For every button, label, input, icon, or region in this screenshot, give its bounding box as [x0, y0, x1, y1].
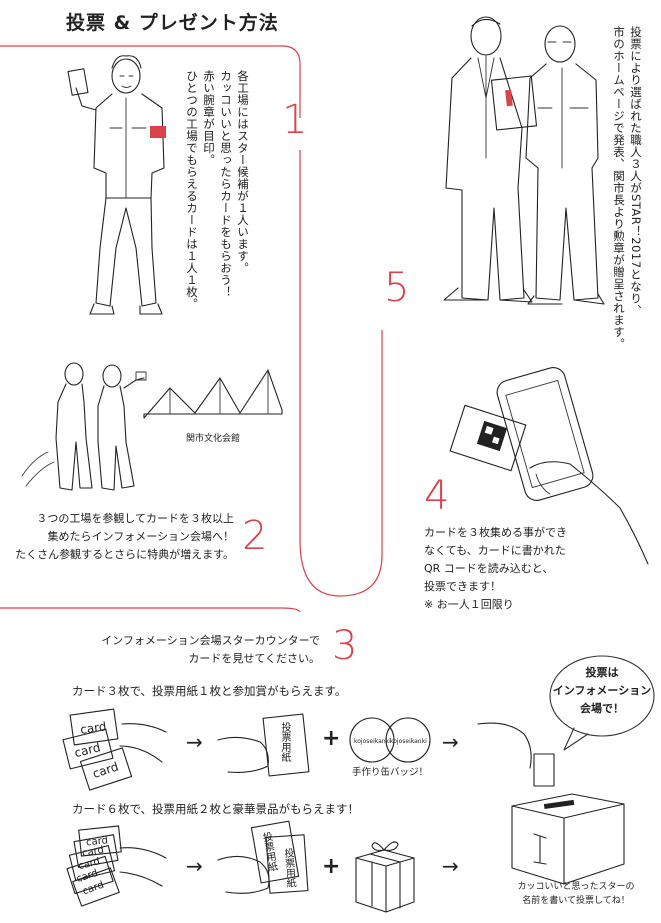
card-word: card	[81, 845, 104, 860]
step-2-number: 2	[242, 513, 268, 559]
ballot-hand-illustration	[217, 713, 310, 777]
arrow-2: →	[442, 730, 459, 754]
bubble-line-2: インフォメーション	[552, 684, 652, 697]
speech-bubble	[549, 655, 655, 751]
step-5-number: 5	[384, 265, 410, 311]
badge-word: kojoseikanki	[354, 738, 391, 745]
arrow-1: →	[186, 730, 203, 754]
plus-2: +	[322, 854, 341, 879]
plus-1: +	[322, 726, 341, 751]
reward-2-heading: カード６枚で、投票用紙２枚と豪華景品がもらえます！	[72, 802, 360, 816]
step-4-text: カードを３枚集める事ができ なくても、カードに書かれた QR コードを読み込むと…	[424, 526, 567, 611]
arrow-3: →	[186, 854, 203, 878]
visitors-and-building-illustration	[21, 362, 283, 491]
building-label: 関市文化会館	[186, 434, 241, 444]
card-word: card	[77, 856, 101, 872]
six-cards-illustration: card card card card card	[66, 825, 167, 907]
card-word: card	[79, 719, 107, 737]
badge-word: kojoseikanki	[390, 738, 427, 745]
step-3-number: 3	[332, 623, 358, 669]
step-5-text: 投票により選ばれた職人３人がSTAR！2017となり、 市のホームページで発表、…	[612, 26, 643, 350]
page-title: 投票 & プレゼント方法	[66, 12, 279, 34]
ballot-box-illustration	[511, 793, 625, 885]
badge-illustration: kojoseikanki kojoseikanki	[349, 717, 431, 763]
step-1-number: 1	[282, 97, 308, 143]
bubble-line-3: 会場で！	[580, 702, 624, 715]
ballot-label-1: 投票用紙	[279, 722, 290, 762]
reward-1-heading: カード３枚で、投票用紙１枚と参加賞がもらえます。	[72, 684, 347, 698]
step-4-number: 4	[424, 473, 450, 519]
step-1-text: 各工場にはスター候補が１人います。 カッコいいと思ったらカードをもらおう！ 赤い…	[185, 70, 250, 310]
gift-box-illustration	[355, 841, 415, 913]
step-3-text: インフォメーション会場スターカウンターで カードを見せてください。	[101, 634, 320, 665]
arrow-4: →	[442, 854, 459, 878]
voting-hand-illustration	[477, 722, 555, 787]
worker-illustration	[67, 55, 166, 315]
mayor-and-craftsman-illustration	[443, 16, 605, 305]
bubble-line-1: 投票は	[585, 666, 619, 679]
phone-qr-illustration	[449, 367, 649, 565]
badge-caption: 手作り缶バッジ！	[352, 767, 429, 778]
card-word: card	[73, 740, 102, 760]
ballot-box-caption: カッコいいと思ったスターの 名前を書いて投票してね！	[517, 882, 635, 906]
two-ballots-illustration	[217, 820, 309, 894]
three-cards-illustration: card card card	[62, 708, 167, 791]
step-2-text: ３つの工場を参観してカードを３枚以上 集めたらインフォメーション会場へ！ たくさ…	[15, 512, 234, 561]
card-word: card	[86, 835, 109, 848]
